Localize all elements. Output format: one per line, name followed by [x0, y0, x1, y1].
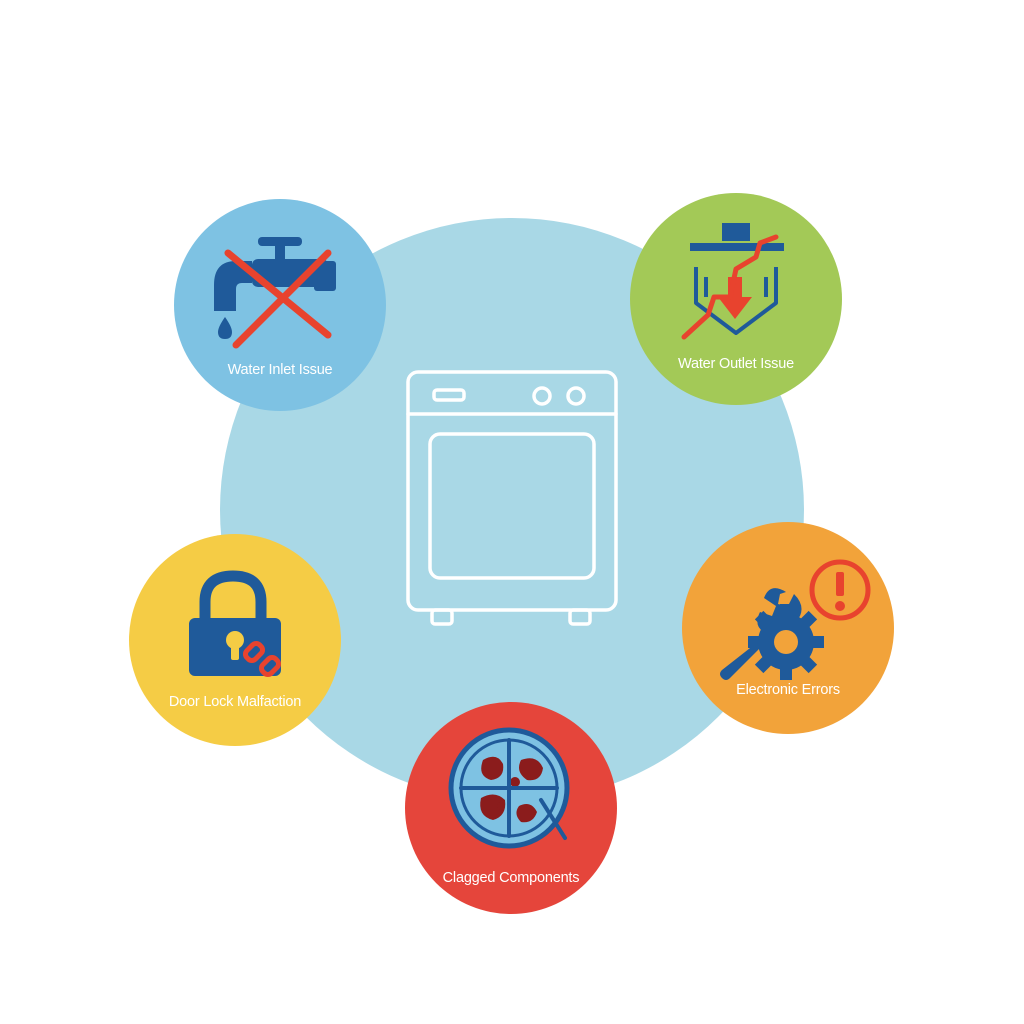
washing-machine-icon	[406, 370, 618, 626]
node-label: Electronic Errors	[736, 682, 840, 698]
node-water-inlet[interactable]: Water Inlet Issue	[174, 199, 386, 411]
node-clogged-components[interactable]: Clagged Components	[405, 702, 617, 914]
drain-icon	[681, 223, 784, 340]
faucet-icon	[214, 237, 336, 349]
wrench-gear-icon	[720, 559, 871, 680]
node-label: Water Inlet Issue	[227, 362, 333, 378]
padlock-icon	[189, 570, 282, 678]
node-label: Water Outlet Issue	[678, 356, 794, 372]
clogged-filter-icon	[448, 727, 570, 849]
node-water-outlet[interactable]: Water Outlet Issue	[630, 193, 842, 405]
node-electronic-errors[interactable]: Electronic Errors	[682, 522, 894, 734]
node-label: Door Lock Malfaction	[168, 694, 302, 710]
node-label: Clagged Components	[442, 870, 580, 886]
node-door-lock[interactable]: Door Lock Malfaction	[129, 534, 341, 746]
